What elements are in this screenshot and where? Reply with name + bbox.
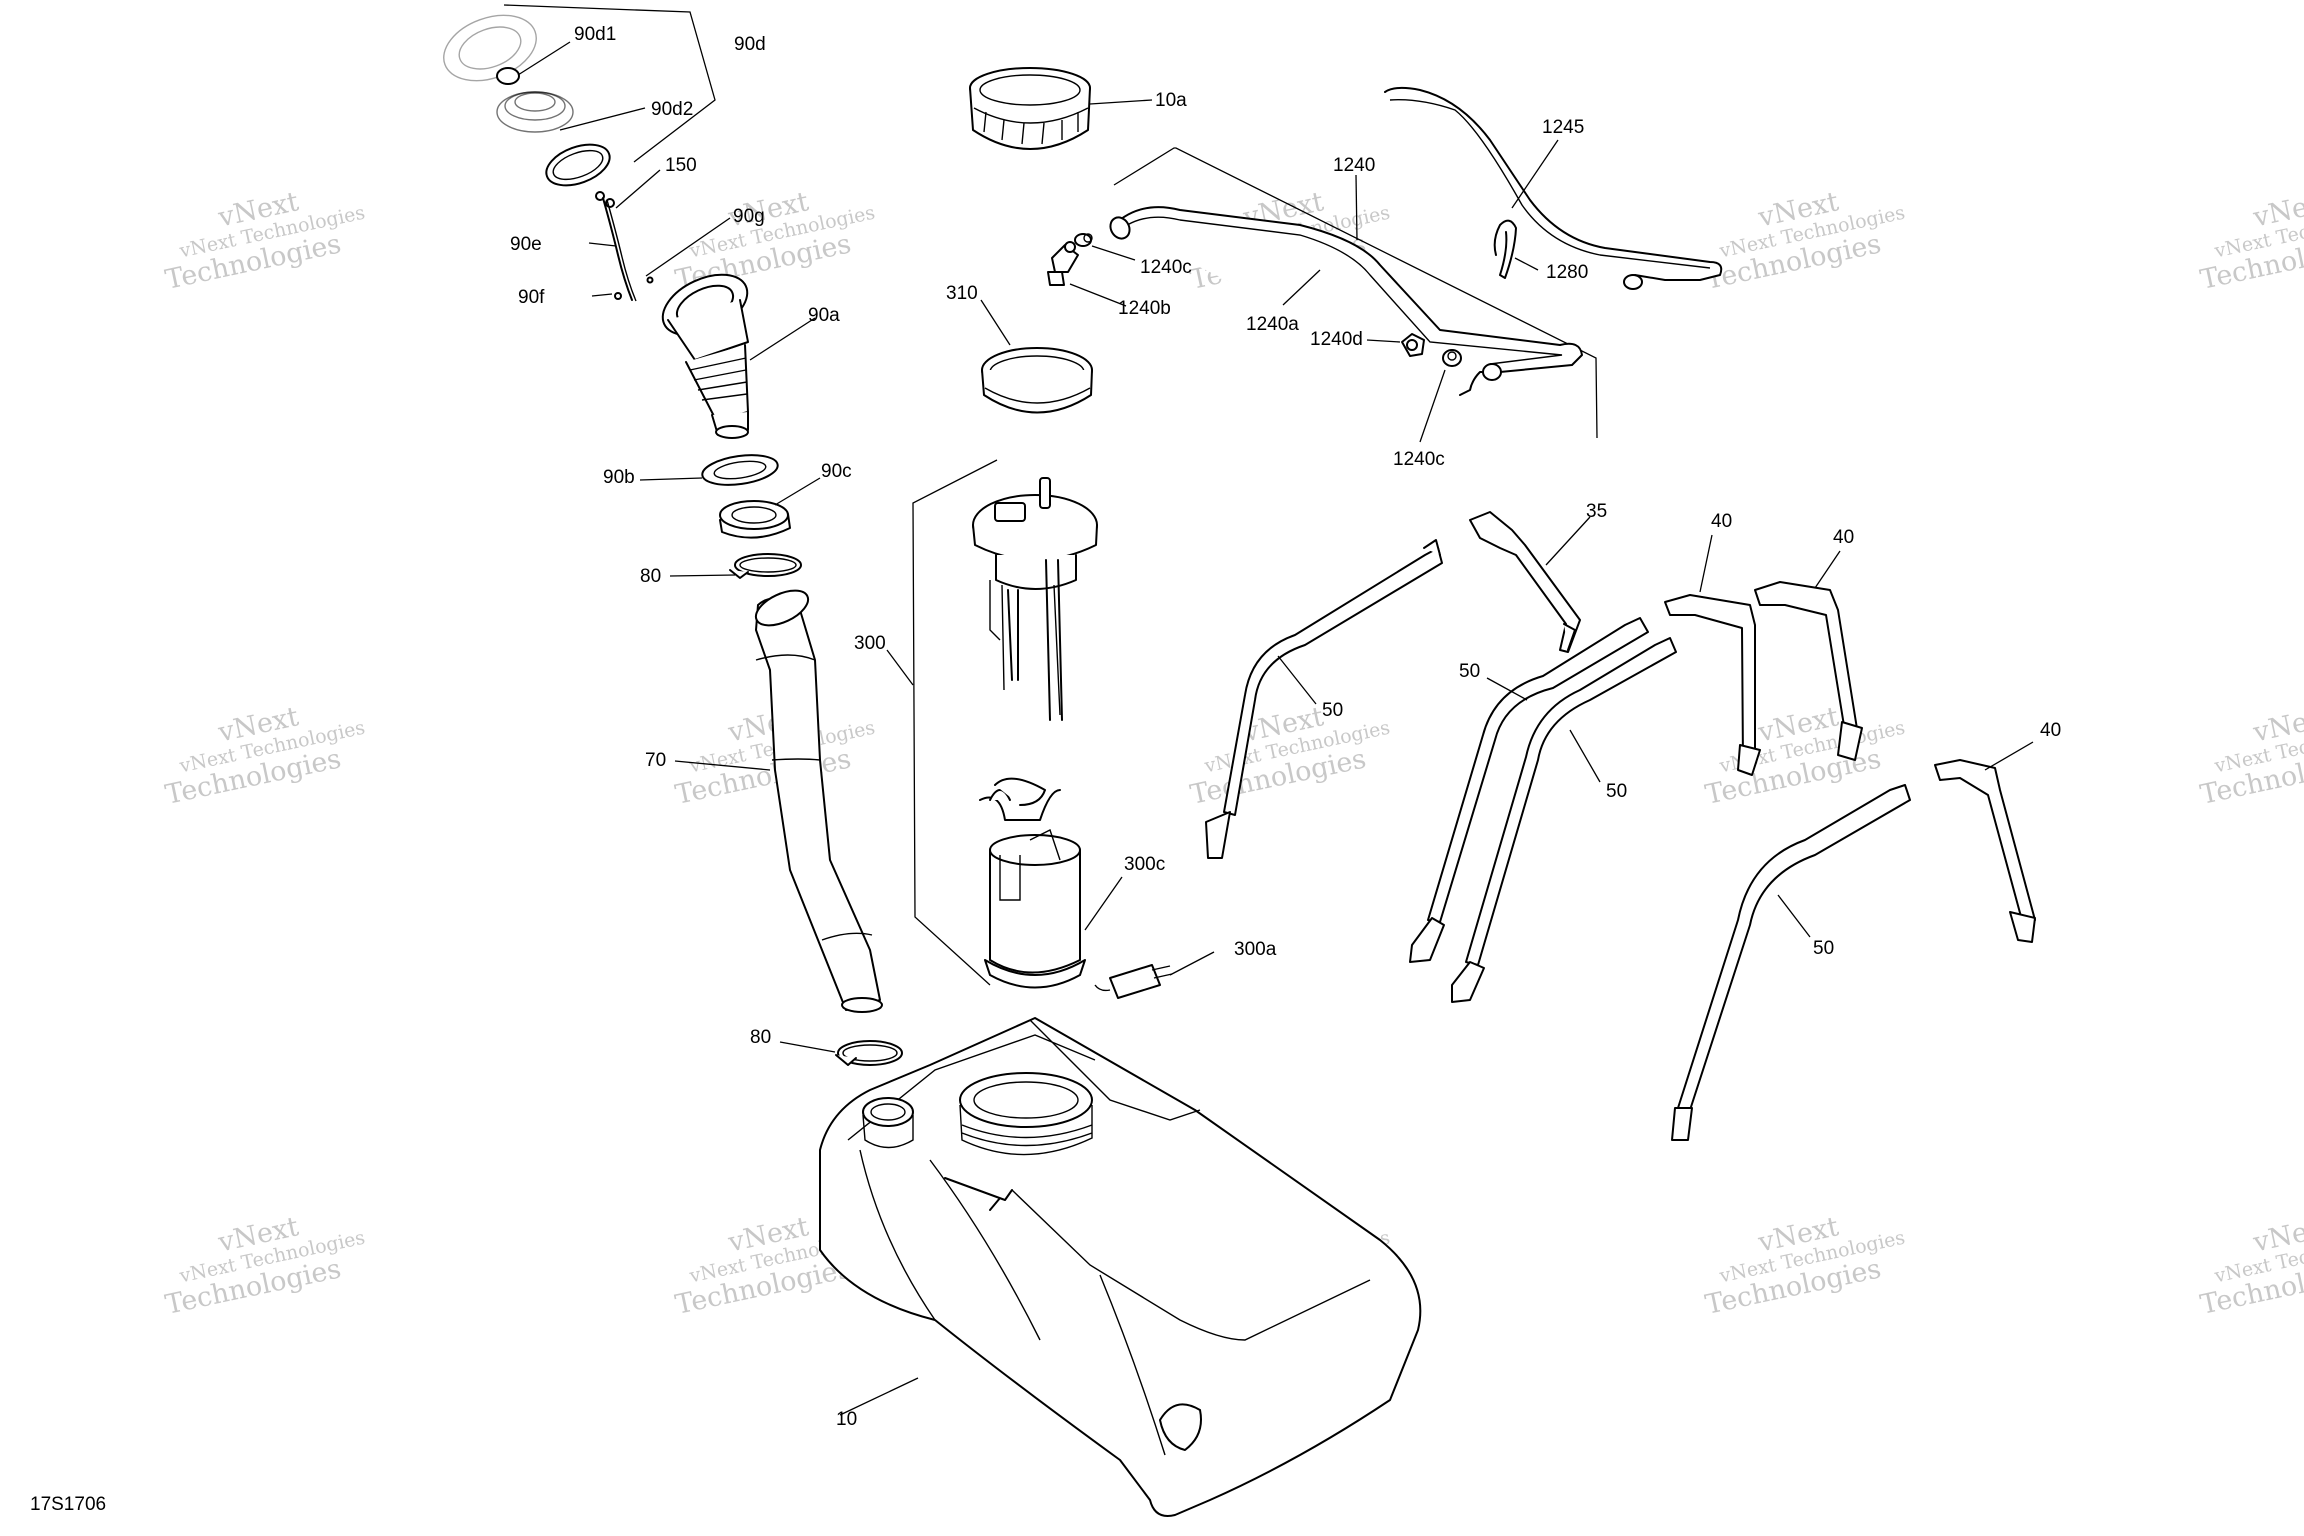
watermark: vNext vNext Technologies Technologies	[2198, 701, 2304, 811]
fuel-pump-module-300	[972, 477, 1098, 989]
tank-strap-40-c	[1934, 759, 2036, 943]
tank-strap-50-d	[1671, 784, 1911, 1141]
tank-strap-50-b	[1409, 617, 1649, 963]
cap-outline-ghost	[443, 14, 537, 82]
callout-1240: 1240	[1333, 155, 1375, 176]
locking-ring-10a	[969, 67, 1091, 150]
pump-assembly-bracket	[912, 459, 998, 986]
callout-150: 150	[665, 155, 697, 176]
leader-lines	[503, 4, 2034, 1416]
callout-10a: 10a	[1155, 90, 1187, 111]
tank-seal-310	[981, 347, 1093, 414]
retaining-nut-90c	[719, 500, 791, 539]
callout-50-b: 50	[1459, 661, 1480, 682]
watermark: vNext vNext Technologies Technologies	[1703, 186, 1907, 296]
callout-50-a: 50	[1322, 700, 1343, 721]
callout-70: 70	[645, 750, 666, 771]
callout-1240c-bottom: 1240c	[1393, 449, 1445, 470]
cap-gasket-ring	[545, 143, 611, 187]
filler-cap-assembly	[443, 14, 654, 302]
fuel-tank-10	[819, 1017, 1422, 1517]
callout-1280: 1280	[1546, 262, 1588, 283]
watermark: vNext vNext Technologies Technologies	[163, 1211, 367, 1321]
callout-90f: 90f	[518, 287, 545, 308]
cap-plug	[496, 67, 520, 85]
callout-1240d: 1240d	[1310, 329, 1363, 350]
callout-40-c: 40	[2040, 720, 2061, 741]
flange-seal-90b	[701, 454, 779, 486]
callout-40-a: 40	[1711, 511, 1732, 532]
watermark: vNext vNext Technologies Technologies	[163, 186, 367, 296]
callout-1240c-top: 1240c	[1140, 257, 1192, 278]
callout-310: 310	[946, 283, 978, 304]
callout-90a: 90a	[808, 305, 840, 326]
vent-fitting-1240c-top	[1074, 233, 1093, 247]
callout-1240b: 1240b	[1118, 298, 1171, 319]
callout-40-b: 40	[1833, 527, 1854, 548]
filler-hose-70	[754, 589, 883, 1013]
cap-tether	[602, 197, 633, 301]
callout-labels: 90d1 90d 90d2 150 90g 90e 90f 90a 90b 90…	[510, 24, 2061, 1430]
vent-hose-end	[1482, 363, 1502, 381]
callout-90g: 90g	[733, 206, 765, 227]
hose-clamp-lower	[835, 1040, 903, 1066]
callout-300: 300	[854, 633, 886, 654]
vent-check-valve-1240d	[1401, 333, 1425, 357]
figure-code: 17S1706	[30, 1494, 106, 1515]
fuel-level-sender-300a	[1094, 964, 1173, 999]
callout-90c: 90c	[821, 461, 852, 482]
callout-1240a: 1240a	[1246, 314, 1299, 335]
tank-strap-50-a	[1205, 539, 1443, 859]
vent-fitting-1240c-bottom	[1442, 349, 1462, 367]
watermark: vNext vNext Technologies Technologies	[2198, 186, 2304, 296]
callout-50-c: 50	[1606, 781, 1627, 802]
callout-1245: 1245	[1542, 117, 1584, 138]
callout-35: 35	[1586, 501, 1607, 522]
watermark: vNext vNext Technologies Technologies	[1703, 1211, 1907, 1321]
tank-strap-35	[1469, 511, 1581, 653]
callout-90b: 90b	[603, 467, 635, 488]
watermark: vNext vNext Technologies Technologies	[673, 186, 877, 296]
cap-ratchet	[496, 91, 574, 133]
watermark: vNext vNext Technologies Technologies	[163, 701, 367, 811]
watermark: vNext vNext Technologies Technologies	[1703, 701, 1907, 811]
vent-valve-1240b	[1047, 241, 1079, 286]
hose-clamp-upper	[729, 553, 802, 579]
cable-tie-1280	[1493, 219, 1517, 279]
tank-strap-50-c	[1451, 637, 1677, 1003]
vent-hose-1245	[1384, 86, 1723, 290]
callout-80-upper: 80	[640, 566, 661, 587]
tank-strap-40-a	[1664, 594, 1761, 776]
watermark: vNext vNext Technologies Technologies	[1188, 701, 1392, 811]
callout-90d: 90d	[734, 34, 766, 55]
callout-90d2: 90d2	[651, 99, 693, 120]
callout-80-lower: 80	[750, 1027, 771, 1048]
tether-clip	[614, 292, 622, 300]
tank-strap-40-b	[1754, 581, 1863, 761]
filler-neck-90a	[661, 273, 749, 439]
callout-300c: 300c	[1124, 854, 1165, 875]
watermark: vNext vNext Technologies Technologies	[2198, 1211, 2304, 1321]
vent-assembly-bracket	[1113, 147, 1598, 439]
vent-hose-1240a	[1109, 206, 1583, 396]
callout-90e: 90e	[510, 234, 542, 255]
callout-10: 10	[836, 1409, 857, 1430]
callout-300a: 300a	[1234, 939, 1277, 960]
callout-50-d: 50	[1813, 938, 1834, 959]
callout-90d1: 90d1	[574, 24, 616, 45]
